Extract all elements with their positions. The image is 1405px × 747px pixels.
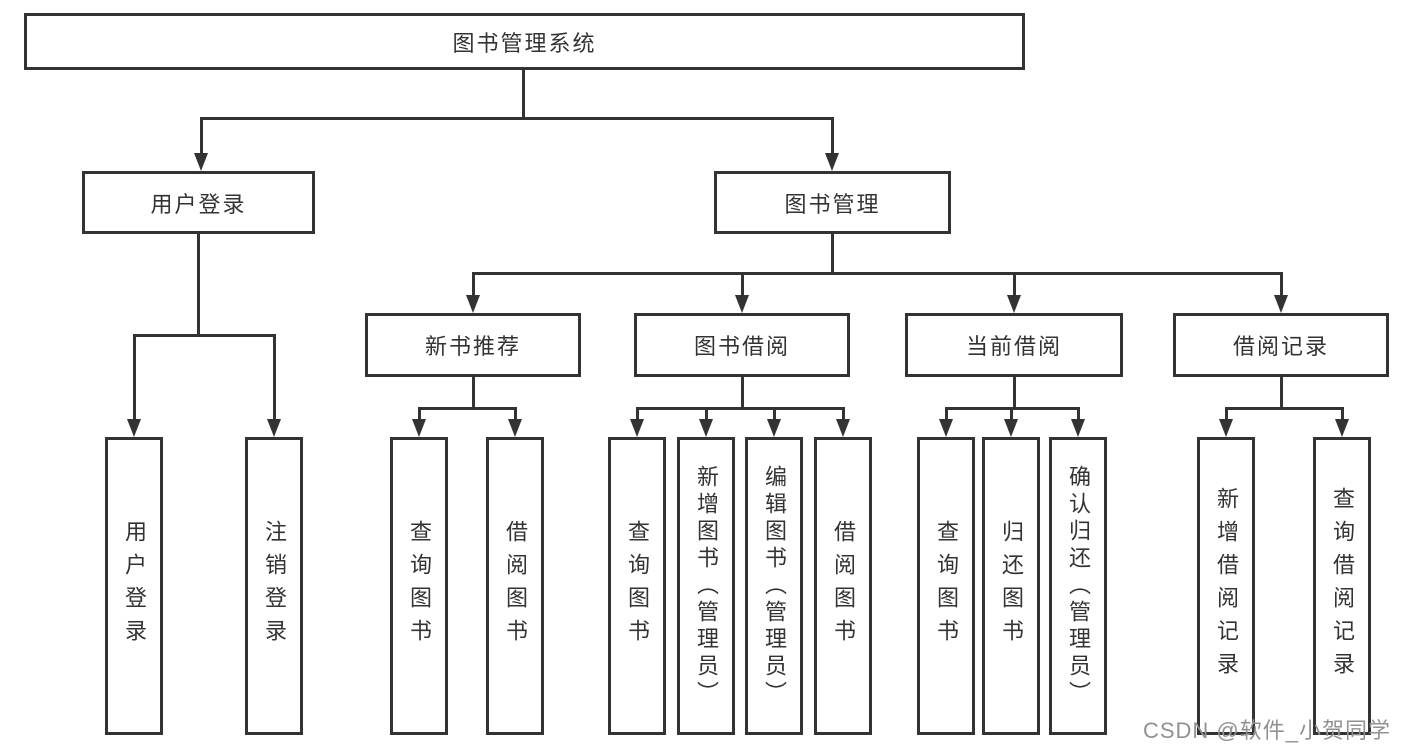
leaf-current-query-books: 查询图书 xyxy=(917,437,975,735)
connector-line xyxy=(472,375,475,409)
connector-line xyxy=(197,232,200,336)
leaf-return-book: 归还图书 xyxy=(982,437,1040,735)
leaf-recommend-borrow-books: 借阅图书 xyxy=(486,437,544,735)
connector-line xyxy=(1225,407,1228,423)
leaf-add-borrow-record: 新增借阅记录 xyxy=(1197,437,1255,735)
connector-line xyxy=(842,407,845,423)
leaf-label: 归还图书 xyxy=(999,520,1024,652)
node-user-login: 用户登录 xyxy=(82,171,315,234)
leaf-add-book-admin: 新增图书（管理员） xyxy=(677,437,735,735)
arrow-down-icon xyxy=(630,419,644,437)
leaf-label: 查询借阅记录 xyxy=(1330,487,1355,685)
connector-line xyxy=(273,334,276,422)
leaf-query-borrow-record: 查询借阅记录 xyxy=(1313,437,1371,735)
arrow-down-icon xyxy=(1004,419,1018,437)
connector-line xyxy=(200,117,203,156)
arrow-down-icon xyxy=(1071,419,1085,437)
leaf-label: 借阅图书 xyxy=(831,520,856,652)
node-label: 图书借阅 xyxy=(693,334,790,359)
node-new-book-recommend: 新书推荐 xyxy=(365,313,581,377)
leaf-borrow-query-books: 查询图书 xyxy=(608,437,666,735)
node-label: 用户登录 xyxy=(150,191,247,217)
leaf-label: 借阅图书 xyxy=(503,520,528,652)
connector-line xyxy=(418,407,517,410)
arrow-down-icon xyxy=(767,419,781,437)
leaf-borrow-book: 借阅图书 xyxy=(814,437,872,735)
leaf-logout: 注销登录 xyxy=(245,437,303,735)
connector-line xyxy=(514,407,517,423)
connector-line xyxy=(522,70,525,120)
leaf-label: 查询图书 xyxy=(407,520,432,652)
node-label: 当前借阅 xyxy=(965,334,1062,359)
arrow-down-icon xyxy=(1007,295,1021,313)
connector-line xyxy=(1013,272,1016,298)
arrow-down-icon xyxy=(836,419,850,437)
connector-line xyxy=(1341,407,1344,423)
connector-line xyxy=(831,117,834,156)
connector-line xyxy=(945,407,948,423)
connector-line xyxy=(741,272,744,298)
connector-line xyxy=(200,117,834,120)
leaf-edit-book-admin: 编辑图书（管理员） xyxy=(745,437,803,735)
leaf-label: 注销登录 xyxy=(262,520,287,652)
leaf-label: 查询图书 xyxy=(625,520,650,652)
arrow-down-icon xyxy=(699,419,713,437)
arrow-down-icon xyxy=(1274,295,1288,313)
node-book-management: 图书管理 xyxy=(714,171,951,234)
leaf-label: 确认归还（管理员） xyxy=(1066,464,1091,708)
arrow-down-icon xyxy=(267,419,281,437)
leaf-label: 编辑图书（管理员） xyxy=(762,464,787,708)
leaf-label: 新增图书（管理员） xyxy=(694,464,719,708)
leaf-user-login: 用户登录 xyxy=(105,437,163,735)
connector-line xyxy=(1013,375,1016,409)
arrow-down-icon xyxy=(508,419,522,437)
connector-line xyxy=(418,407,421,423)
connector-line xyxy=(831,232,834,274)
connector-line xyxy=(741,375,744,409)
arrow-down-icon xyxy=(1219,419,1233,437)
leaf-label: 用户登录 xyxy=(122,520,147,652)
csdn-watermark: CSDN @软件_小贺同学 xyxy=(1142,718,1391,743)
arrow-down-icon xyxy=(825,153,839,171)
arrow-down-icon xyxy=(466,295,480,313)
node-book-borrow: 图书借阅 xyxy=(634,313,850,377)
leaf-label: 新增借阅记录 xyxy=(1214,487,1239,685)
node-label: 图书管理 xyxy=(784,191,881,217)
connector-line xyxy=(472,272,475,298)
connector-line xyxy=(1077,407,1080,423)
connector-line xyxy=(636,407,845,410)
connector-line xyxy=(636,407,639,423)
node-root-system: 图书管理系统 xyxy=(24,13,1025,70)
arrow-down-icon xyxy=(127,419,141,437)
arrow-down-icon xyxy=(1335,419,1349,437)
arrow-down-icon xyxy=(194,153,208,171)
node-label: 借阅记录 xyxy=(1232,334,1329,359)
connector-line xyxy=(1010,407,1013,423)
node-borrow-records: 借阅记录 xyxy=(1173,313,1389,377)
leaf-recommend-query-books: 查询图书 xyxy=(390,437,448,735)
leaf-label: 查询图书 xyxy=(934,520,959,652)
arrow-down-icon xyxy=(939,419,953,437)
connector-line xyxy=(1280,272,1283,298)
connector-line xyxy=(705,407,708,423)
node-current-borrow: 当前借阅 xyxy=(905,313,1123,377)
leaf-confirm-return-admin: 确认归还（管理员） xyxy=(1049,437,1107,735)
node-label: 图书管理系统 xyxy=(452,30,597,56)
connector-line xyxy=(1225,407,1344,410)
node-label: 新书推荐 xyxy=(424,334,521,359)
connector-line xyxy=(133,334,136,422)
connector-line xyxy=(1280,375,1283,409)
arrow-down-icon xyxy=(735,295,749,313)
connector-line xyxy=(472,272,1283,275)
connector-line xyxy=(133,334,276,337)
connector-line xyxy=(773,407,776,423)
arrow-down-icon xyxy=(412,419,426,437)
